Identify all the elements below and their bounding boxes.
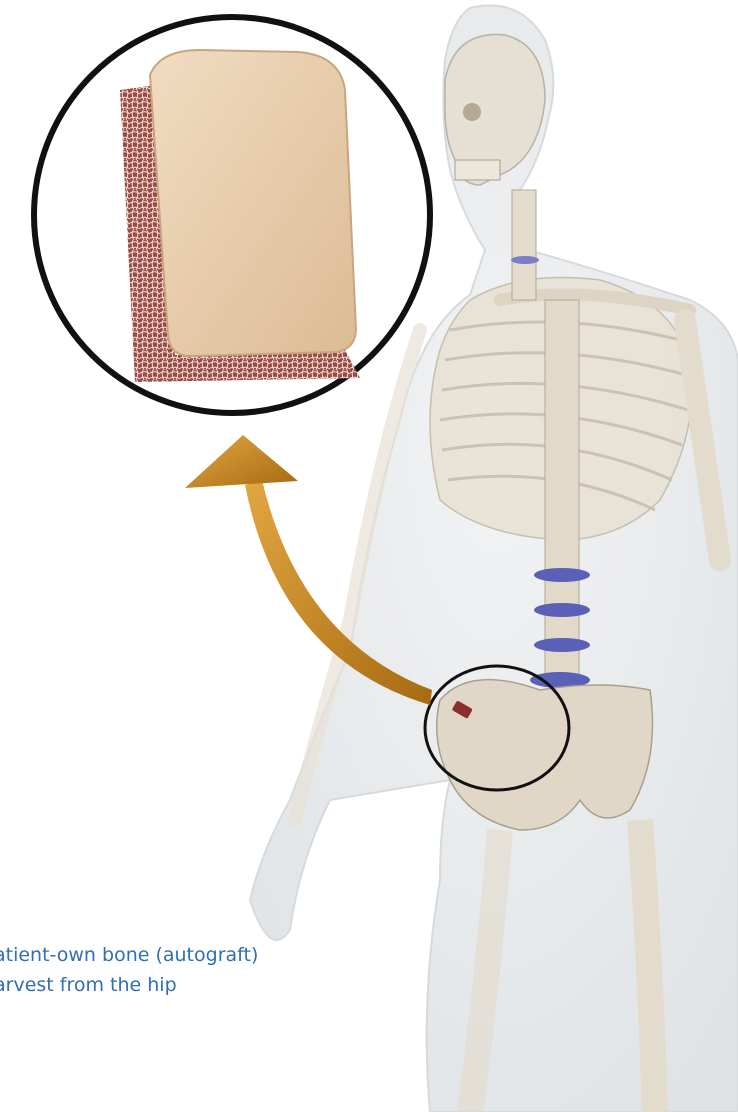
femur — [640, 820, 655, 1112]
caption-line-2: arvest from the hip — [0, 970, 258, 1000]
caption: atient-own bone (autograft) arvest from … — [0, 940, 258, 1000]
graft-magnified-view — [34, 17, 430, 413]
caption-line-1: atient-own bone (autograft) — [0, 940, 258, 970]
graft-top-face — [150, 50, 356, 356]
